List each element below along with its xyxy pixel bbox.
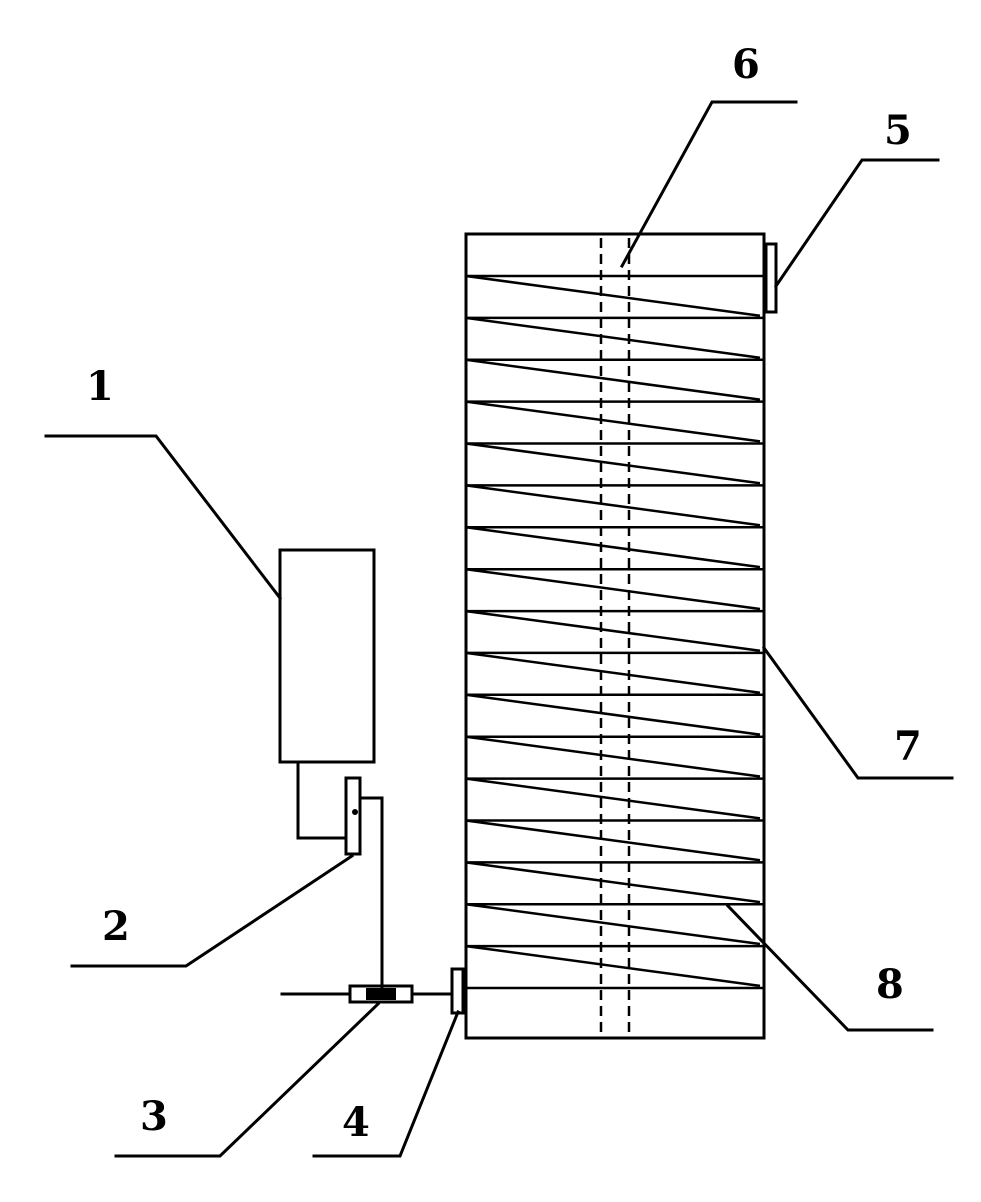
inclined-blade — [465, 777, 761, 820]
blade-group — [465, 274, 764, 990]
coupling-to-valve-line — [358, 796, 384, 992]
label-5: 5 — [884, 107, 912, 154]
motor-box — [278, 548, 376, 764]
leader-line-8 — [725, 903, 934, 1032]
inclined-blade — [465, 316, 761, 359]
inclined-blade — [465, 651, 761, 694]
inlet-flange — [450, 967, 465, 1015]
inclined-blade — [465, 819, 761, 862]
inclined-blade — [465, 484, 761, 527]
inclined-blade — [465, 944, 761, 988]
inclined-blade — [465, 902, 761, 946]
inclined-blade — [465, 735, 761, 778]
inclined-blade — [465, 358, 761, 401]
inclined-blade — [465, 274, 761, 318]
inclined-blade — [465, 442, 761, 485]
label-1: 1 — [86, 363, 114, 410]
label-7: 7 — [894, 723, 922, 770]
inclined-blade — [465, 526, 761, 569]
leader-line-6 — [619, 100, 798, 269]
label-8: 8 — [876, 961, 904, 1008]
inclined-blade — [465, 693, 761, 736]
outlet-flange — [764, 242, 778, 314]
inclined-blade — [465, 567, 761, 611]
label-2: 2 — [102, 903, 130, 950]
inclined-blade — [465, 400, 761, 443]
coupling-block — [344, 776, 362, 856]
leader-line-2 — [70, 853, 355, 968]
leader-line-7 — [761, 645, 954, 780]
label-6: 6 — [732, 41, 760, 88]
label-4: 4 — [342, 1099, 370, 1146]
coupling-dot — [352, 809, 358, 815]
inclined-blade — [465, 609, 761, 653]
leader-line-1 — [44, 434, 283, 601]
valve-core — [366, 988, 396, 1000]
tank-body — [464, 232, 766, 1040]
leader-line-4 — [312, 1010, 460, 1158]
inclined-blade — [465, 861, 761, 904]
motor-lead-line — [296, 760, 348, 840]
leader-line-3 — [114, 1001, 381, 1158]
label-3: 3 — [140, 1093, 168, 1140]
leader-line-5 — [773, 158, 940, 289]
